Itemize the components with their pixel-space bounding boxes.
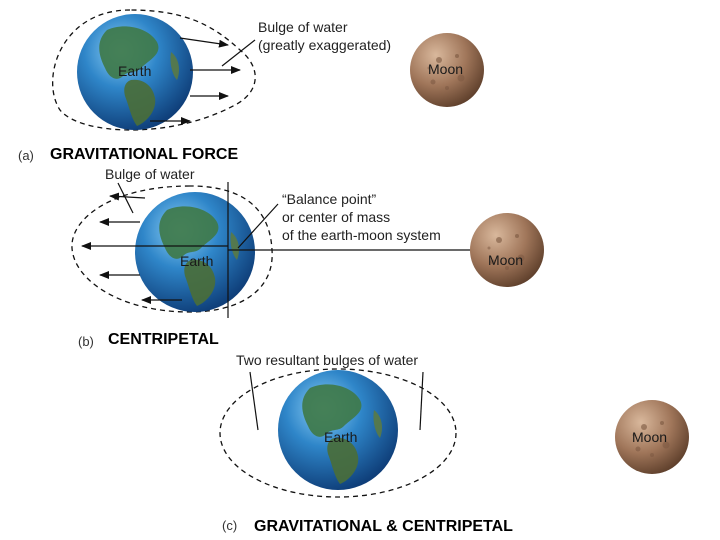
panel-c-moon-label: Moon — [632, 429, 667, 445]
panel-c: Earth Two resultant bulges of water Moon… — [219, 352, 689, 538]
panel-b: Earth Bulge of water “Balance point” or … — [71, 166, 544, 350]
panel-c-pointer-right — [419, 371, 424, 431]
panel-c-title-box — [249, 512, 611, 538]
panel-a-bulge-label-line2: (greatly exaggerated) — [258, 37, 391, 53]
panel-b-balance-pointer — [237, 203, 279, 249]
panel-b-earth-label: Earth — [180, 253, 213, 269]
panel-c-title: GRAVITATIONAL & CENTRIPETAL — [254, 518, 513, 535]
panel-b-title-box — [104, 326, 240, 350]
panel-a-bulge-pointer — [221, 39, 256, 67]
panel-a-bulge-label-line1: Bulge of water — [258, 19, 348, 35]
panel-b-bulge-pointer — [117, 182, 134, 214]
panel-b-bulge-label: Bulge of water — [105, 166, 195, 182]
panel-c-tag: (c) — [222, 518, 237, 533]
panel-b-moon — [470, 213, 544, 287]
panel-a-bulge-outline — [52, 9, 256, 131]
panel-a-moon — [410, 33, 484, 107]
panel-a: Earth Bulge of water (greatly exaggerate… — [18, 9, 484, 166]
panel-a-arrow-1 — [179, 37, 229, 48]
panel-c-bulge-label: Two resultant bulges of water — [236, 352, 418, 368]
panel-b-bulge-outline — [71, 185, 273, 313]
panel-c-earth-label: Earth — [324, 429, 357, 445]
panel-b-moon-label: Moon — [488, 252, 523, 268]
panel-a-earth-label: Earth — [118, 63, 151, 79]
panel-b-balance-line3: of the earth-moon system — [282, 227, 441, 243]
panel-b-title: CENTRIPETAL — [108, 331, 219, 348]
panel-c-bulge-outline — [219, 368, 457, 498]
panel-c-earth — [278, 370, 398, 490]
panel-b-tag: (b) — [78, 334, 94, 349]
panel-b-balance-line1: “Balance point” — [282, 191, 377, 207]
panel-b-arrow-1 — [109, 192, 146, 201]
panel-c-pointer-left — [249, 371, 259, 431]
panel-a-moon-label: Moon — [428, 61, 463, 77]
panel-b-balance-line2: or center of mass — [282, 209, 390, 225]
panel-c-moon — [615, 400, 689, 474]
panel-a-title: GRAVITATIONAL FORCE — [50, 146, 238, 163]
panel-a-title-box — [45, 142, 270, 166]
panel-a-tag: (a) — [18, 148, 34, 163]
panel-a-earth — [77, 14, 193, 130]
panel-b-earth — [135, 192, 255, 312]
